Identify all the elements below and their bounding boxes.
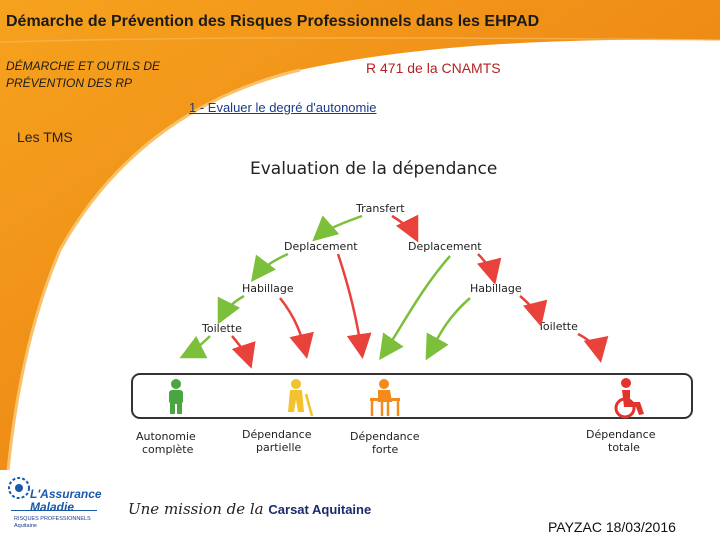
level-partielle: Dépendance partielle	[242, 428, 312, 454]
arrow-red-toilette-right	[577, 332, 609, 363]
arrow-green-deplacement-right	[379, 255, 451, 361]
arrow-green-deplacement-left	[250, 252, 289, 282]
logo-wordmark: L'Assurance Maladie	[30, 488, 102, 514]
section-label: Les TMS	[17, 129, 73, 145]
subtitle-line-1: DÉMARCHE ET OUTILS DE	[6, 59, 161, 73]
assurance-maladie-logo	[8, 477, 97, 511]
logo-subtext: RISQUES PROFESSIONNELS Aquitaine	[14, 516, 91, 530]
autonomous-person-icon	[169, 379, 183, 414]
strong-dependence-person-icon	[370, 379, 400, 416]
level-1-line2: complète	[142, 443, 194, 456]
logo-sub-line1: RISQUES PROFESSIONNELS	[14, 516, 91, 522]
arrow-green-habillage-right	[425, 297, 471, 361]
level-3-line1: Dépendance	[350, 430, 420, 443]
arrow-red-deplacement-left	[336, 253, 372, 359]
level-2-line2: partielle	[256, 441, 301, 454]
partial-dependence-person-icon	[288, 379, 314, 417]
wheelchair-icon	[614, 378, 644, 419]
arrow-green-transfert-left	[312, 214, 363, 242]
arrow-red-toilette-left	[231, 335, 256, 369]
mission-statement: Une mission de la Carsat Aquitaine	[128, 500, 371, 518]
node-habillage-right: Habillage	[470, 282, 522, 295]
subtitle-line-2: PRÉVENTION DES RP	[6, 76, 133, 90]
node-habillage-left: Habillage	[242, 282, 294, 295]
reference-label: R 471 de la CNAMTS	[366, 60, 501, 76]
level-forte: Dépendance forte	[350, 430, 420, 456]
level-4-line1: Dépendance	[586, 428, 656, 441]
step-heading: 1 - Evaluer le degré d'autonomie	[189, 100, 377, 115]
section-subtitle: DÉMARCHE ET OUTILS DE PRÉVENTION DES RP	[6, 58, 160, 92]
mission-org: Carsat Aquitaine	[268, 502, 372, 517]
footer-date: PAYZAC 18/03/2016	[548, 519, 676, 535]
level-2-line1: Dépendance	[242, 428, 312, 441]
level-3-line2: forte	[372, 443, 398, 456]
dependence-diagram: Evaluation de la dépendance Transfert De…	[131, 159, 693, 456]
page-title: Démarche de Prévention des Risques Profe…	[6, 13, 540, 30]
arrow-red-deplacement-right	[477, 253, 502, 285]
mission-prefix: Une mission de la	[128, 500, 264, 518]
logo-name-line1: L'Assurance	[30, 487, 102, 501]
node-deplacement-left: Deplacement	[284, 240, 358, 253]
node-deplacement-right: Deplacement	[408, 240, 482, 253]
arrow-red-transfert-right	[391, 214, 419, 243]
level-totale: Dépendance totale	[586, 428, 656, 454]
level-1-line1: Autonomie	[136, 430, 196, 443]
level-autonomie: Autonomie complète	[136, 430, 196, 456]
node-toilette-left: Toilette	[201, 322, 242, 335]
diagram-title: Evaluation de la dépendance	[250, 159, 497, 179]
logo-sub-line2: Aquitaine	[14, 523, 37, 529]
arrow-red-habillage-right	[519, 295, 548, 327]
level-bar	[131, 373, 693, 419]
arrow-green-toilette-left	[179, 335, 211, 359]
logo-name-line2: Maladie	[30, 500, 75, 514]
arrow-red-habillage-left	[279, 297, 314, 359]
node-transfert: Transfert	[355, 202, 405, 215]
node-toilette-right: Toilette	[537, 320, 578, 333]
level-4-line2: totale	[608, 441, 640, 454]
arrow-green-habillage-left	[217, 294, 245, 325]
